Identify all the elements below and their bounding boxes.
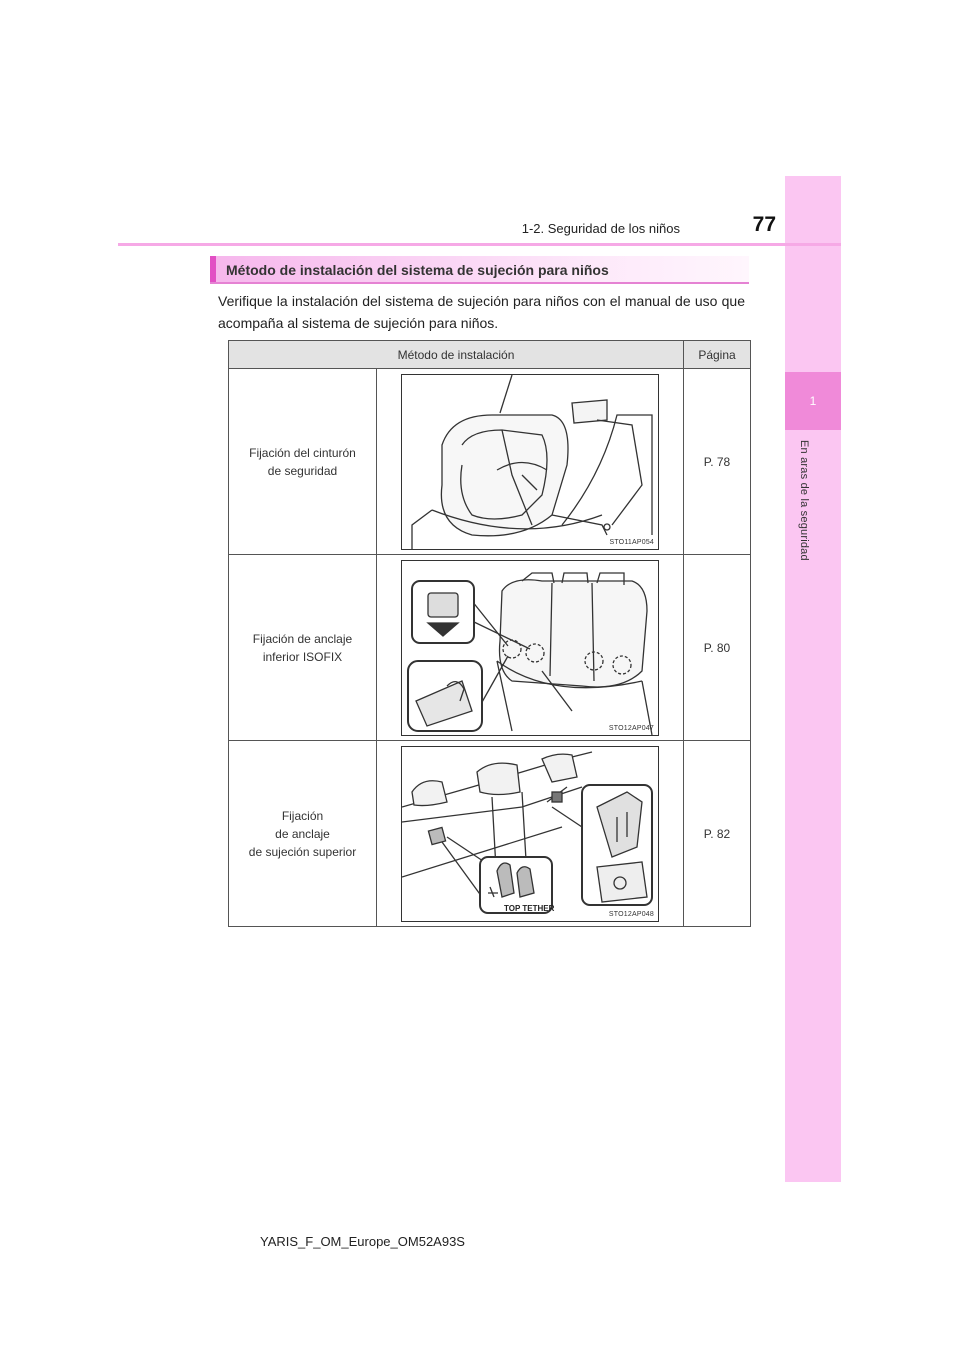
- table-header-row: Método de instalación Página: [228, 340, 751, 369]
- top-tether-anchor-illustration: [402, 750, 653, 914]
- column-header-page: Página: [683, 340, 751, 369]
- title-accent: [210, 256, 216, 282]
- chapter-title: En aras de la seguridad: [798, 440, 810, 561]
- page-reference: P. 78: [683, 368, 751, 555]
- section-title-bar: Método de instalación del sistema de suj…: [210, 256, 749, 284]
- page-reference: P. 80: [683, 554, 751, 741]
- method-label-line: de seguridad: [267, 463, 338, 478]
- method-label-line: Fijación del cinturón: [249, 445, 356, 460]
- seatbelt-installation-figure: STO11AP054: [401, 373, 659, 550]
- method-label-line: Fijación: [281, 808, 324, 823]
- document-footer-code: YARIS_F_OM_Europe_OM52A93S: [260, 1234, 465, 1249]
- intro-paragraph: Verifique la instalación del sistema de …: [218, 293, 745, 331]
- method-label-line: de sujeción superior: [248, 844, 357, 859]
- table-row: Fijación de anclaje inferior ISOFIX: [228, 554, 751, 741]
- page-number: 77: [752, 213, 776, 236]
- chapter-side-tab: [785, 176, 841, 1182]
- header-rule: [118, 243, 841, 246]
- column-header-method: Método de instalación: [228, 340, 684, 369]
- page-reference: P. 82: [683, 740, 751, 927]
- method-label: Fijación de anclaje de sujeción superior: [228, 740, 377, 927]
- section-title: Método de instalación del sistema de suj…: [226, 262, 609, 278]
- isofix-installation-figure: STO12AP047: [401, 559, 659, 736]
- figure-cell: TOP TETHER STO12AP048: [376, 740, 684, 927]
- figure-code: STO12AP047: [608, 724, 654, 732]
- figure-code: STO11AP054: [609, 538, 654, 546]
- figure-cell: STO11AP054: [376, 368, 684, 555]
- installation-methods-table: Método de instalación Página Fijación de…: [228, 340, 751, 927]
- method-label: Fijación del cinturón de seguridad: [228, 368, 377, 555]
- chapter-number: 1: [809, 394, 817, 408]
- table-row: Fijación de anclaje de sujeción superior: [228, 740, 751, 927]
- section-heading: 1-2. Seguridad de los niños: [521, 221, 680, 236]
- figure-code: STO12AP048: [608, 910, 654, 918]
- method-label-line: Fijación de anclaje: [252, 631, 353, 646]
- top-tether-installation-figure: TOP TETHER STO12AP048: [401, 745, 659, 922]
- method-label: Fijación de anclaje inferior ISOFIX: [228, 554, 377, 741]
- method-label-line: inferior ISOFIX: [262, 649, 343, 664]
- chapter-active-marker: [785, 372, 841, 430]
- table-row: Fijación del cinturón de seguridad: [228, 368, 751, 555]
- child-seat-belt-illustration: [411, 374, 653, 549]
- top-tether-label: TOP TETHER: [504, 903, 555, 913]
- method-label-line: de anclaje: [275, 826, 330, 841]
- figure-cell: STO12AP047: [376, 554, 684, 741]
- isofix-anchor-illustration: [407, 571, 653, 735]
